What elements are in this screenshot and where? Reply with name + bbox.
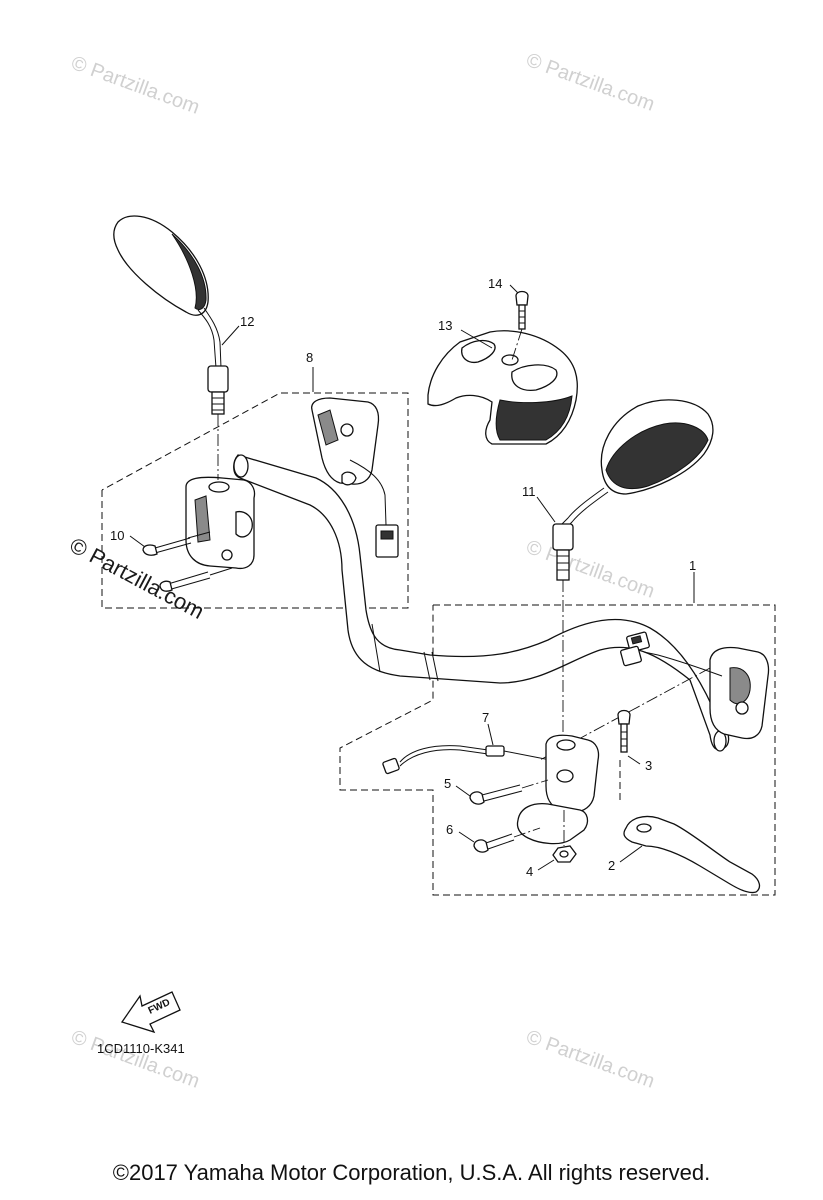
callout-14: 14 — [488, 276, 502, 291]
group-box-left — [101, 392, 409, 609]
bolt-3 — [617, 709, 631, 753]
bolt-6 — [473, 827, 541, 853]
lever-2 — [623, 815, 761, 894]
handlebar-cover — [427, 330, 578, 445]
callouts: 1 2 3 4 5 6 7 8 10 11 12 13 14 — [110, 276, 696, 879]
watermark-top-right: © Partzilla.com — [523, 49, 657, 116]
callout-13: 13 — [438, 318, 452, 333]
callout-1: 1 — [689, 558, 696, 573]
right-mirror — [552, 399, 714, 740]
left-handlebar-switch — [185, 397, 399, 570]
callout-10: 10 — [110, 528, 124, 543]
callout-2: 2 — [608, 858, 615, 873]
leader-lines — [129, 284, 695, 871]
watermark-top-left: © Partzilla.com — [68, 52, 202, 119]
callout-6: 6 — [446, 822, 453, 837]
callout-12: 12 — [240, 314, 254, 329]
bolt-5 — [469, 779, 549, 805]
nut-4 — [552, 810, 577, 863]
lever-bracket — [516, 734, 621, 845]
handlebar — [233, 454, 730, 752]
right-handlebar-switch — [539, 631, 770, 761]
diagram-code: 1CD1110-K341 — [97, 1041, 185, 1056]
watermark-bottom-left: © Partzilla.com — [68, 1026, 202, 1093]
watermark-center-right: © Partzilla.com — [523, 536, 657, 603]
copyright-notice: ©2017 Yamaha Motor Corporation, U.S.A. A… — [112, 1160, 711, 1185]
callout-4: 4 — [526, 864, 533, 879]
callout-3: 3 — [645, 758, 652, 773]
screw-14 — [511, 290, 529, 361]
watermark-bottom-right: © Partzilla.com — [523, 1026, 657, 1093]
callout-8: 8 — [306, 350, 313, 365]
cable — [382, 745, 561, 775]
group-box-right — [339, 604, 776, 896]
screw-10 — [142, 531, 233, 592]
left-mirror — [113, 215, 229, 480]
forward-arrow-icon: FWD — [120, 991, 181, 1034]
callout-7: 7 — [482, 710, 489, 725]
callout-5: 5 — [444, 776, 451, 791]
callout-11: 11 — [522, 484, 536, 499]
